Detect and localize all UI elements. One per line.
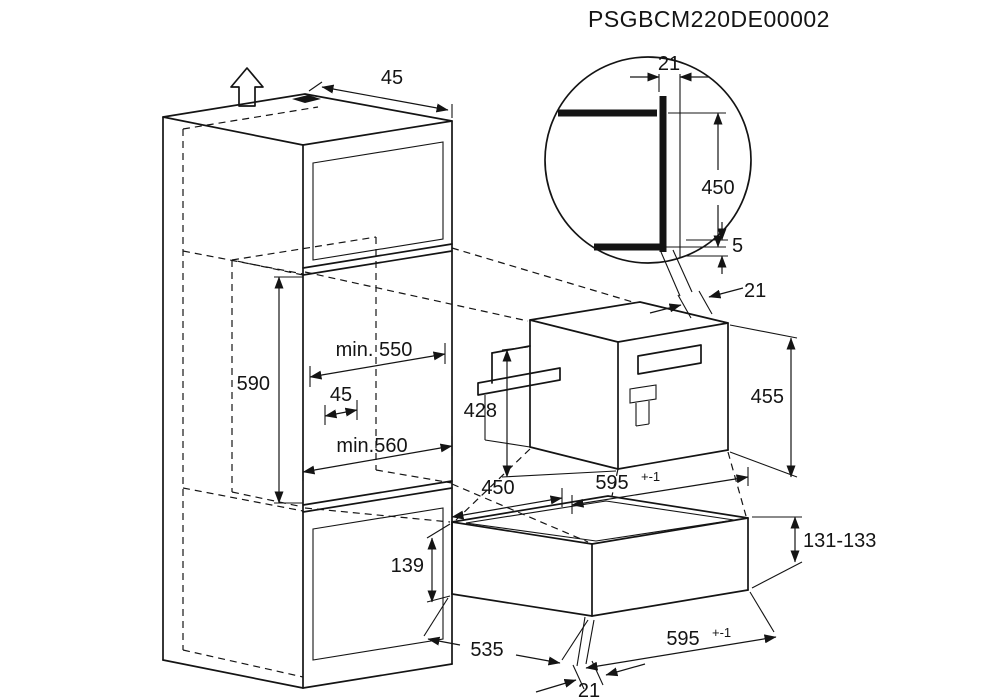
dim-machine-width-tol: +-1	[641, 469, 660, 484]
dim-machine-depth-label: 450	[481, 477, 514, 499]
dim-machine-height-label: 455	[751, 386, 784, 408]
dim-niche-height: 590	[237, 276, 303, 504]
dim-drawer-front-height: 131-133	[751, 516, 876, 589]
dim-drawer-width-label: 595	[666, 628, 699, 650]
tall-cabinet	[162, 93, 453, 689]
dim-top-clearance: 45	[308, 67, 453, 118]
dim-plinth-recess: 21	[535, 660, 646, 700]
machine-cup-shelf	[477, 345, 561, 448]
dim-frame-overhang: 21	[649, 280, 766, 319]
dim-machine-width-label: 595	[595, 472, 628, 494]
dim-plinth-recess-label: 21	[578, 680, 600, 700]
dim-machine-inner-height: 428	[464, 346, 617, 478]
dim-drawer-depth: 535	[423, 597, 589, 666]
dim-detail-height-label: 450	[701, 177, 734, 199]
dim-machine-height: 455	[729, 324, 798, 478]
dim-drawer-width: 595 +-1	[585, 591, 777, 671]
detail-circle-border	[544, 56, 752, 264]
dim-niche-depth-label: min.560	[336, 435, 407, 457]
dim-drawer-depth-label: 535	[470, 639, 503, 661]
projection-lines	[304, 247, 637, 543]
dim-rail-inset: 45	[324, 384, 358, 425]
dim-frame-overhang-label: 21	[744, 280, 766, 302]
dim-top-clearance-label: 45	[381, 67, 403, 89]
dim-niche-height-label: 590	[237, 373, 270, 395]
dim-drawer-height-label: 139	[391, 555, 424, 577]
dim-rail-inset-label: 45	[330, 384, 352, 406]
dim-drawer-height: 139	[391, 523, 451, 603]
top-edge-mark	[292, 95, 321, 103]
dim-detail-gap-label: 5	[732, 235, 743, 257]
dim-niche-width-label: min. 550	[336, 339, 413, 361]
machine-spout	[629, 384, 657, 427]
dim-niche-depth-min: min.560	[302, 435, 453, 481]
detail-circle: 21 450 5	[544, 53, 752, 297]
warming-drawer	[451, 495, 749, 667]
dim-detail-height: 450	[666, 112, 735, 248]
drawing-number: PSGBCM220DE00002	[588, 6, 830, 32]
dim-machine-inner-height-label: 428	[464, 400, 497, 422]
dim-detail-panel-label: 21	[658, 53, 680, 75]
dim-detail-gap: 5	[686, 222, 743, 274]
dim-drawer-front-height-label: 131-133	[803, 530, 876, 552]
dim-drawer-width-tol: +-1	[712, 625, 731, 640]
up-arrow-icon	[230, 67, 264, 107]
dim-detail-panel: 21	[630, 53, 709, 92]
machine-display	[637, 344, 702, 375]
dim-machine-width: 595 +-1	[571, 467, 749, 514]
dim-niche-width-min: min. 550	[309, 339, 446, 387]
